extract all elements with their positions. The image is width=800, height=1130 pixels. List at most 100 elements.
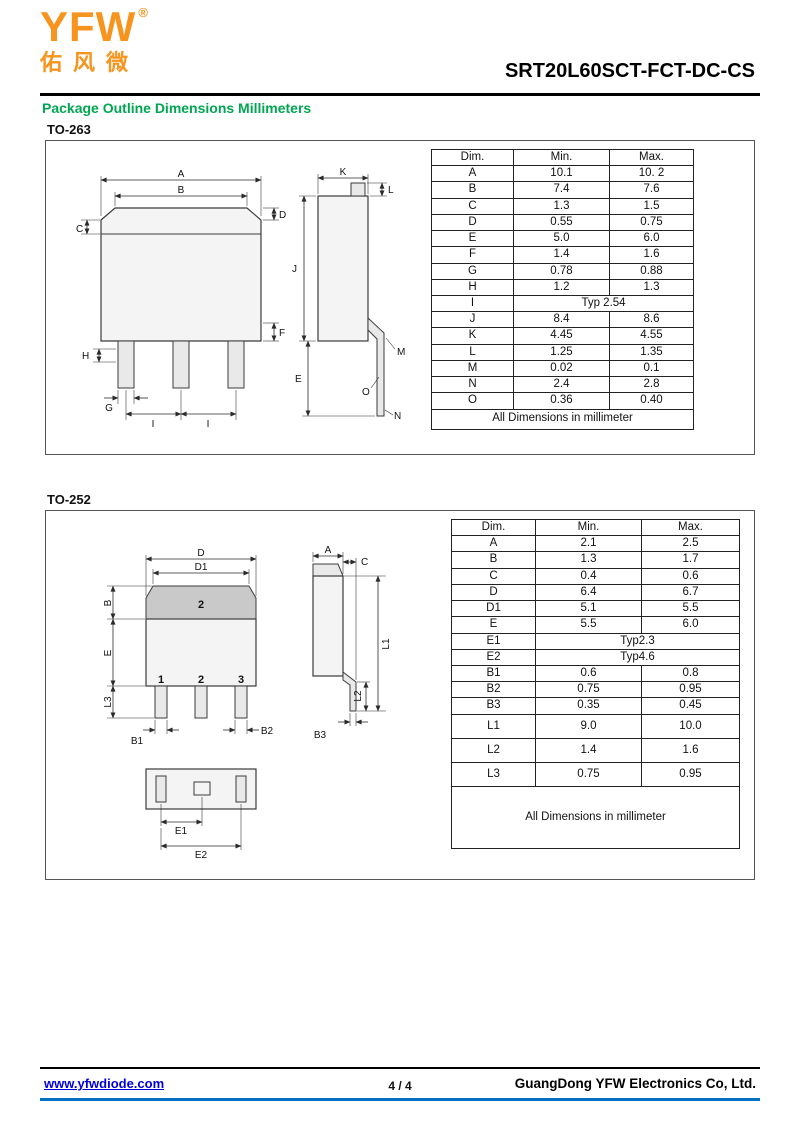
lead bbox=[172, 340, 190, 389]
dim-cell: M bbox=[431, 359, 514, 378]
dim-label: O bbox=[362, 387, 370, 398]
dim-cell: F bbox=[431, 246, 514, 264]
lead bbox=[227, 340, 245, 389]
column-header: Dim. bbox=[431, 148, 514, 167]
max-cell: 0.6 bbox=[641, 567, 740, 585]
dim-cell: C bbox=[451, 567, 536, 585]
min-cell: 7.4 bbox=[513, 181, 610, 199]
max-cell: 5.5 bbox=[641, 600, 740, 618]
max-cell: 0.95 bbox=[641, 761, 740, 787]
min-cell: 1.2 bbox=[513, 278, 610, 296]
website-link[interactable]: www.yfwdiode.com bbox=[44, 1076, 165, 1091]
pin-label: 1 bbox=[158, 674, 164, 686]
to252-bottom-view-drawing: E1 E2 bbox=[145, 768, 257, 861]
dim-label: E2 bbox=[195, 850, 208, 861]
min-cell: 5.1 bbox=[535, 600, 642, 618]
min-cell: 0.6 bbox=[535, 664, 642, 683]
column-header: Min. bbox=[535, 518, 642, 537]
dim-label: A bbox=[325, 546, 332, 556]
dim-label: B1 bbox=[131, 736, 144, 747]
dim-cell: B bbox=[431, 181, 514, 199]
package-tab bbox=[312, 563, 344, 577]
min-cell: 2.4 bbox=[513, 376, 610, 394]
dim-cell: H bbox=[431, 278, 514, 296]
dim-cell: D bbox=[451, 583, 536, 602]
table-note-row: All Dimensions in millimeter bbox=[451, 785, 740, 849]
dim-label: I bbox=[152, 419, 155, 430]
package-body bbox=[312, 575, 344, 677]
dim-label: E1 bbox=[175, 826, 188, 837]
to263-front-view-drawing: A B D C F H bbox=[76, 169, 286, 430]
dim-label: C bbox=[76, 224, 83, 235]
registered-trademark-icon: ® bbox=[138, 5, 148, 20]
max-cell: 8.6 bbox=[609, 311, 694, 329]
company-name: GuangDong YFW Electronics Co, Ltd. bbox=[514, 1076, 756, 1091]
dim-label: F bbox=[279, 328, 285, 339]
dim-label: A bbox=[178, 169, 185, 180]
dim-label: K bbox=[340, 167, 347, 178]
max-cell: 1.3 bbox=[609, 278, 694, 296]
dim-label: L bbox=[388, 185, 394, 196]
pin-label: 2 bbox=[198, 674, 204, 686]
max-cell: 6.0 bbox=[641, 616, 740, 634]
dim-label: D1 bbox=[195, 562, 208, 573]
lead bbox=[117, 340, 135, 389]
column-header: Max. bbox=[609, 148, 694, 167]
min-cell: 1.4 bbox=[535, 737, 642, 763]
dim-label: D bbox=[279, 210, 286, 221]
max-cell: 7.6 bbox=[609, 181, 694, 199]
max-cell: 2.8 bbox=[609, 376, 694, 394]
dim-cell: A bbox=[431, 165, 514, 183]
column-header: Dim. bbox=[451, 518, 536, 537]
max-cell: 0.8 bbox=[641, 664, 740, 683]
min-cell: 1.25 bbox=[513, 343, 610, 361]
dim-cell: G bbox=[431, 262, 514, 280]
dim-cell: B3 bbox=[451, 697, 536, 715]
pin-label: 3 bbox=[238, 674, 244, 686]
dim-cell: D bbox=[431, 213, 514, 232]
max-cell: 6.0 bbox=[609, 230, 694, 248]
package-body bbox=[317, 195, 369, 342]
dim-cell: L3 bbox=[451, 761, 536, 787]
dim-cell: J bbox=[431, 311, 514, 329]
dimensions-note: All Dimensions in millimeter bbox=[451, 785, 740, 849]
dim-label: B bbox=[178, 185, 185, 196]
dim-label: B bbox=[103, 599, 114, 606]
typ-cell: Typ2.3 bbox=[535, 632, 740, 650]
min-cell: 0.75 bbox=[535, 681, 642, 699]
max-cell: 0.45 bbox=[641, 697, 740, 715]
max-cell: 10. 2 bbox=[609, 165, 694, 183]
to263-outline-box: A B D C F H bbox=[45, 140, 755, 455]
min-cell: 0.35 bbox=[535, 697, 642, 715]
dim-cell: E2 bbox=[451, 648, 536, 666]
footer-accent-rule bbox=[40, 1098, 760, 1101]
max-cell: 10.0 bbox=[641, 713, 740, 739]
page-title: Package Outline Dimensions Millimeters bbox=[42, 100, 312, 116]
max-cell: 0.88 bbox=[609, 262, 694, 280]
lead bbox=[155, 775, 167, 803]
min-cell: 6.4 bbox=[535, 583, 642, 602]
lead bbox=[367, 316, 385, 417]
yfw-logo: YFW® 佑风微 bbox=[40, 6, 148, 74]
center-pad bbox=[193, 781, 211, 796]
min-cell: 1.4 bbox=[513, 246, 610, 264]
min-cell: 0.4 bbox=[535, 567, 642, 585]
dim-cell: E bbox=[431, 230, 514, 248]
dim-label: E bbox=[103, 649, 114, 656]
to252-package-label: TO-252 bbox=[47, 492, 91, 507]
max-cell: 1.35 bbox=[609, 343, 694, 361]
